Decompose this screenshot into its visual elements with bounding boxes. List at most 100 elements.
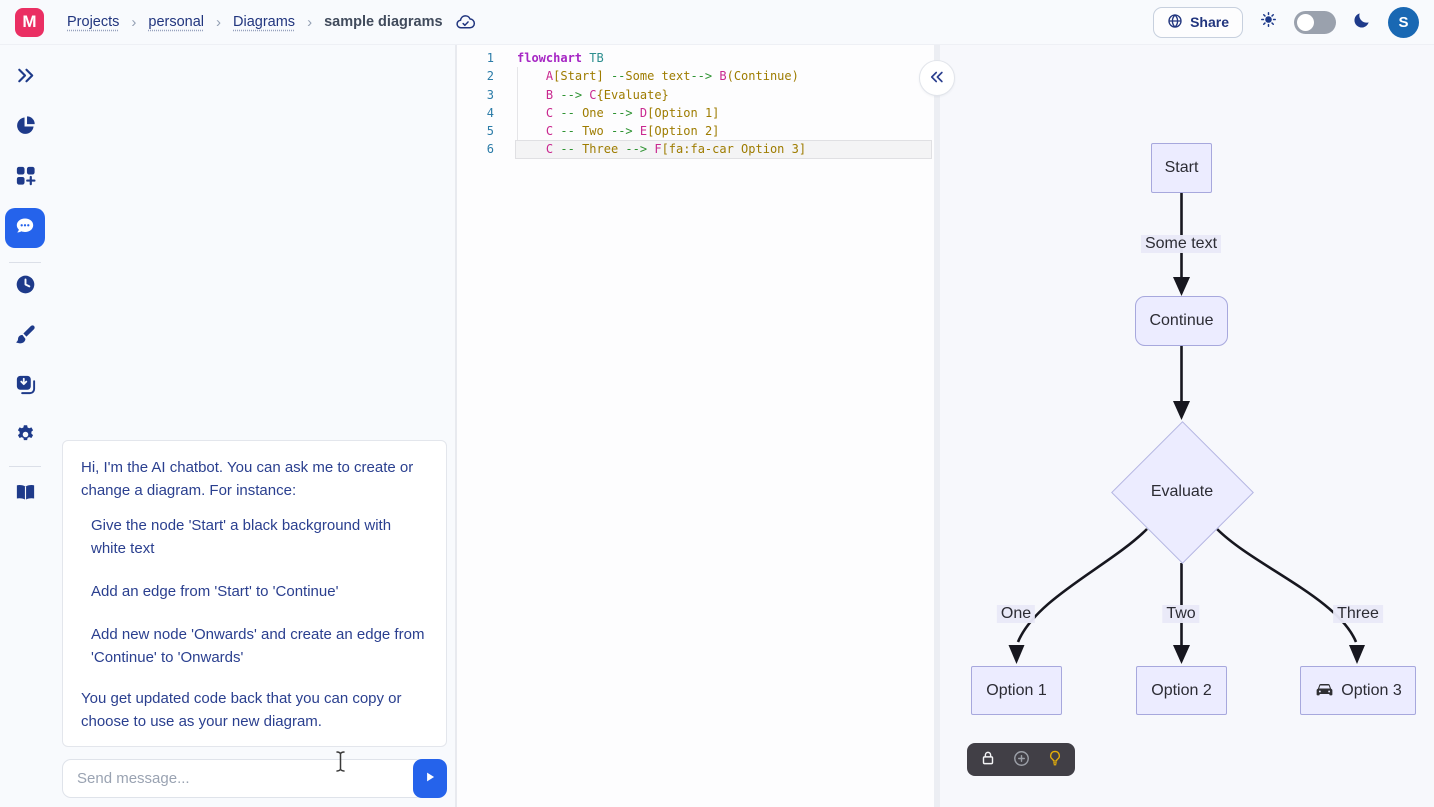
share-label: Share xyxy=(1190,14,1229,30)
chatbot-message: Hi, I'm the AI chatbot. You can ask me t… xyxy=(62,440,447,747)
clock-icon xyxy=(14,273,37,301)
sidebar-divider xyxy=(9,262,41,263)
edge-label-one: One xyxy=(996,605,1036,623)
top-bar: M Projects › personal › Diagrams › sample diag… xyxy=(0,0,1434,45)
add-circle-icon xyxy=(1012,749,1031,771)
code-line-4[interactable]: 4 C -- One --> D[Option 1] xyxy=(457,104,934,122)
pie-chart-icon xyxy=(14,114,37,142)
edge-label-three: Three xyxy=(1333,605,1383,623)
edge-label-two: Two xyxy=(1162,605,1200,623)
breadcrumb-personal[interactable]: personal xyxy=(148,14,205,30)
line-number: 6 xyxy=(486,142,494,157)
code-lines: 1 flowchart TB 2 A[Start] --Some text--> B… xyxy=(457,49,934,159)
code-line-2[interactable]: 2 A[Start] --Some text--> B(Continue) xyxy=(457,67,934,85)
globe-icon xyxy=(1167,13,1183,32)
lock-pan-button[interactable] xyxy=(975,747,1001,773)
lock-icon xyxy=(979,749,997,770)
collapse-editor-button[interactable] xyxy=(919,60,955,96)
code-text: C -- Three --> F[fa:fa-car Option 3] xyxy=(545,142,807,157)
code-line-6[interactable]: 6 C -- Three --> F[fa:fa-car Option 3] xyxy=(457,140,934,158)
tips-button[interactable] xyxy=(1042,747,1068,773)
breadcrumb-separator: › xyxy=(216,13,222,31)
edge-label-some-text: Some text xyxy=(1140,235,1222,253)
line-number: 5 xyxy=(486,124,494,138)
zoom-reset-button[interactable] xyxy=(1008,747,1034,773)
node-label: Option 3 xyxy=(1341,681,1402,699)
flowchart-node-start: Start xyxy=(1151,143,1212,193)
chat-suggestions: Give the node 'Start' a black background… xyxy=(81,514,428,669)
chat-suggestion[interactable]: Add new node 'Onwards' and create an edg… xyxy=(91,626,425,666)
breadcrumb-separator: › xyxy=(131,13,137,31)
mermaid-logo[interactable]: M xyxy=(15,7,44,37)
sidebar-item-expand[interactable] xyxy=(5,58,45,98)
gear-icon xyxy=(14,423,37,451)
sidebar-item-charts[interactable] xyxy=(5,108,45,148)
icon-sidebar xyxy=(0,45,50,807)
double-chevron-left-icon xyxy=(928,68,946,89)
save-icon xyxy=(14,373,37,401)
code-text: C -- One --> D[Option 1] xyxy=(545,105,720,120)
breadcrumb: Projects › personal › Diagrams › sample diagra… xyxy=(67,14,443,31)
chat-input-row xyxy=(62,759,447,798)
cloud-sync-icon[interactable] xyxy=(455,12,476,33)
user-avatar[interactable]: S xyxy=(1388,6,1419,38)
code-text: C -- Two --> E[Option 2] xyxy=(545,124,720,138)
sidebar-item-export[interactable] xyxy=(5,367,45,407)
share-button[interactable]: Share xyxy=(1153,6,1243,38)
line-number: 3 xyxy=(486,87,494,102)
toggle-knob xyxy=(1297,13,1314,31)
moon-icon xyxy=(1352,10,1372,35)
sidebar-item-settings[interactable] xyxy=(5,417,45,457)
chat-suggestion[interactable]: Add an edge from 'Start' to 'Continue' xyxy=(91,583,339,600)
sun-icon xyxy=(1259,10,1278,34)
double-chevron-right-icon xyxy=(14,64,37,92)
top-bar-actions: Share S xyxy=(1153,6,1419,38)
theme-toggle[interactable] xyxy=(1294,10,1336,34)
code-line-5[interactable]: 5 C -- Two --> E[Option 2] xyxy=(457,122,934,140)
code-line-1[interactable]: 1 flowchart TB xyxy=(457,49,934,67)
line-number: 4 xyxy=(486,105,494,120)
line-number: 2 xyxy=(486,69,494,84)
blocks-plus-icon xyxy=(14,164,37,192)
sidebar-item-history[interactable] xyxy=(5,267,45,307)
code-line-3[interactable]: 3 B --> C{Evaluate} xyxy=(457,86,934,104)
text-cursor xyxy=(333,750,348,778)
line-number: 1 xyxy=(486,51,494,65)
breadcrumb-separator: › xyxy=(307,13,313,31)
lightbulb-icon xyxy=(1046,749,1064,770)
code-text: B --> C{Evaluate} xyxy=(545,87,669,102)
car-icon xyxy=(1314,680,1335,701)
code-editor[interactable]: 1 flowchart TB 2 A[Start] --Some text--> B… xyxy=(457,45,934,807)
flowchart-node-option2: Option 2 xyxy=(1136,666,1227,715)
sidebar-item-ai-chat[interactable] xyxy=(5,208,45,248)
flowchart-node-evaluate: Evaluate xyxy=(1110,420,1254,564)
chat-message-input[interactable] xyxy=(62,759,424,798)
sidebar-item-theme[interactable] xyxy=(5,317,45,357)
code-text: A[Start] --Some text--> B(Continue) xyxy=(545,69,799,84)
breadcrumb-sample-diagrams: sample diagrams xyxy=(324,14,443,30)
chat-bubble-icon xyxy=(13,214,37,243)
ai-chat-panel: Hi, I'm the AI chatbot. You can ask me t… xyxy=(50,45,455,807)
send-message-button[interactable] xyxy=(413,759,447,798)
flowchart-node-option1: Option 1 xyxy=(971,666,1062,715)
breadcrumb-diagrams[interactable]: Diagrams xyxy=(233,14,296,30)
book-icon xyxy=(14,481,37,509)
breadcrumb-projects[interactable]: Projects xyxy=(67,14,120,30)
panel-divider xyxy=(455,45,457,807)
code-text: flowchart TB xyxy=(517,51,604,65)
pane-divider[interactable] xyxy=(934,45,940,807)
preview-toolbar xyxy=(967,743,1075,776)
chatbot-outro: You get updated code back that you can c… xyxy=(81,690,402,730)
paintbrush-icon xyxy=(14,323,37,351)
flowchart-node-continue: Continue xyxy=(1135,296,1228,346)
diagram-preview[interactable]: Start Continue Evaluate Option 1 Option … xyxy=(940,45,1434,807)
sidebar-divider xyxy=(9,466,41,467)
current-line-highlight xyxy=(515,140,932,159)
diamond-label: Evaluate xyxy=(1150,483,1214,500)
send-icon xyxy=(423,770,437,787)
sidebar-item-sample-diagrams[interactable] xyxy=(5,158,45,198)
chat-suggestion[interactable]: Give the node 'Start' a black background… xyxy=(91,517,392,557)
sidebar-item-documentation[interactable] xyxy=(5,475,45,515)
flowchart-node-option3: Option 3 xyxy=(1300,666,1416,715)
